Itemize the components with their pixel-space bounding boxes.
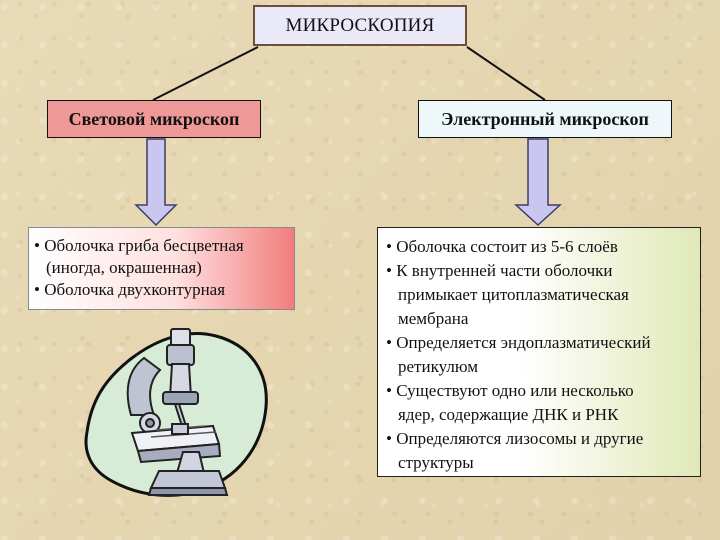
connector-left (152, 46, 259, 101)
electron-line-9: • Определяются лизосомы и другие (386, 429, 644, 448)
electron-line-5: • Определяется эндоплазматический (386, 333, 651, 352)
page-title: МИКРОСКОПИЯ (253, 5, 467, 46)
light-microscope-description: • Оболочка гриба бесцветная (иногда, окр… (28, 227, 295, 310)
electron-line-6: ретикулюм (398, 357, 479, 376)
light-line-3: • Оболочка двухконтурная (34, 280, 226, 299)
electron-line-2: • К внутренней части оболочки (386, 261, 613, 280)
microscope-illustration (68, 320, 274, 498)
electron-line-10: структуры (398, 453, 474, 472)
electron-microscope-description: • Оболочка состоит из 5-6 слоёв • К внут… (377, 227, 701, 477)
light-microscope-heading: Световой микроскоп (47, 100, 261, 138)
left-down-arrow (134, 138, 178, 227)
microscope-icon (84, 328, 268, 497)
connector-right (466, 46, 546, 101)
microscope-drawing (126, 328, 229, 496)
right-down-arrow (514, 138, 562, 227)
light-line-2: (иногда, окрашенная) (46, 258, 202, 277)
electron-line-1: • Оболочка состоит из 5-6 слоёв (386, 237, 618, 256)
electron-microscope-heading: Электронный микроскоп (418, 100, 672, 138)
electron-line-7: • Существуют одно или несколько (386, 381, 634, 400)
electron-line-3: примыкает цитоплазматическая (398, 285, 629, 304)
electron-line-4: мембрана (398, 309, 469, 328)
electron-line-8: ядер, содержащие ДНК и РНК (398, 405, 619, 424)
light-line-1: • Оболочка гриба бесцветная (34, 236, 244, 255)
